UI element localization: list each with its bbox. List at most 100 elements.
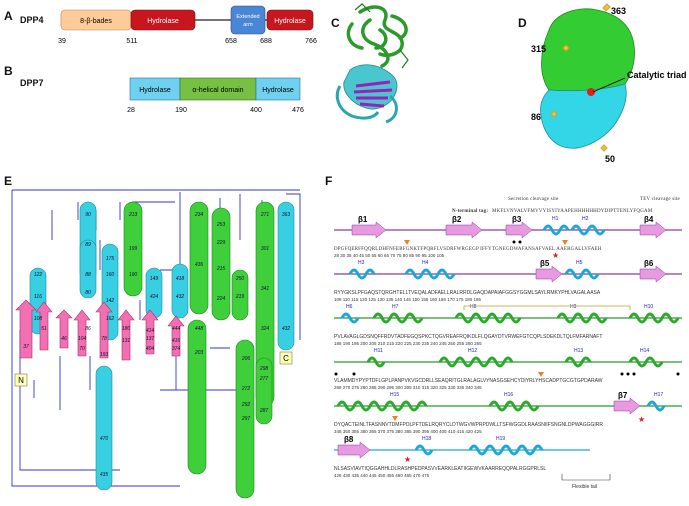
helix-h3	[348, 268, 376, 280]
dpp4-pos-688: 688	[260, 38, 272, 45]
panel-d-letter: D	[518, 16, 527, 30]
label-h16: H16	[504, 392, 513, 398]
site-label-315: 315	[531, 44, 546, 54]
helix-h14	[628, 356, 664, 368]
label-b3: β3	[512, 216, 522, 224]
dot-marker	[626, 372, 630, 376]
label-h3: H3	[358, 260, 365, 266]
strand-104-108	[55, 309, 73, 349]
dpp4-seg-1: 8-β-bades	[80, 18, 112, 25]
helix-h9	[556, 312, 608, 324]
site-label-363: 363	[611, 6, 626, 16]
helix-h16	[488, 400, 540, 412]
topology-element-label: 219	[235, 294, 245, 300]
ss-row-6: β8 H18 H19 ★	[334, 435, 590, 464]
dpp4-domain-diagram: 8-β-bades Hydrolase Extended arm Hydrola…	[58, 5, 317, 45]
label-h17: H17	[654, 392, 663, 398]
helix-h11	[366, 356, 386, 368]
site-label-50: 50	[605, 154, 615, 164]
dpp7-pos-400: 400	[250, 107, 262, 114]
alpha-domain-ribbon	[346, 5, 408, 68]
topology-element-label: 414	[146, 328, 155, 334]
glyco-marker	[392, 416, 398, 421]
helix-h12	[438, 356, 514, 368]
helix-88-80	[79, 239, 97, 299]
strand-186-180	[117, 309, 135, 361]
topology-element-label: 418	[176, 276, 185, 282]
topology-element-label: 292	[241, 402, 251, 408]
topology-element-label: 190	[129, 272, 138, 278]
topology-element-label: 80	[85, 290, 91, 296]
dot-marker	[676, 372, 680, 376]
seq-row-4: VLAMMDYPYPTDFLGPLPANPVKVGCDRLLSEAQRITGLR…	[334, 378, 603, 384]
label-h5: H5	[576, 260, 583, 266]
label-h2: H2	[582, 216, 589, 222]
topology-element-label: 444	[172, 326, 181, 332]
pink-strands	[15, 299, 185, 361]
topology-element-label: 70	[79, 346, 85, 352]
strand-b3	[505, 221, 533, 239]
topology-element-label: 193	[100, 352, 109, 358]
strand-b5	[535, 265, 563, 283]
topology-element-label: 116	[34, 294, 42, 300]
label-b1: β1	[358, 216, 368, 224]
strand-b7	[613, 397, 641, 415]
dot-marker	[620, 372, 624, 376]
topology-element-label: 37	[23, 344, 29, 350]
label-h1: H1	[552, 216, 559, 222]
topology-element-label: 122	[34, 272, 43, 278]
ss-row-3: H6 H7 H8 H9 H10	[334, 304, 682, 324]
topology-element-label: 215	[216, 266, 226, 272]
helix-h18	[414, 444, 434, 456]
tev-site-label: TEV cleavage site	[640, 197, 680, 202]
topology-element-label: 432	[176, 294, 185, 300]
seq-row-2: RYYGKSLPFGAQSTQRGHTELLTVEQALADFAELLRALRR…	[334, 290, 601, 296]
helix-h15	[336, 400, 428, 412]
topology-element-label: 46	[61, 336, 67, 342]
topology-element-label: 86	[85, 326, 91, 332]
ss-row-4: H11 H12 H13 H14	[334, 348, 682, 377]
label-h9: H9	[570, 304, 577, 310]
strand-142-131	[95, 301, 113, 359]
helix-149-130	[95, 365, 113, 491]
helix-h13	[564, 356, 592, 368]
ribbon-structure-image	[335, 3, 409, 124]
seq-row-5: DYQACTEINLTFASNNVTDMFPDLPFTDELRQRYCLDTWG…	[334, 422, 603, 428]
dpp7-seg-3: Hydrolase	[262, 87, 294, 94]
topology-element-label: 435	[100, 472, 109, 478]
disulfide-bracket	[463, 305, 631, 310]
topology-element-label: 137	[146, 336, 155, 342]
helix-h5	[564, 268, 600, 280]
hydrolase-domain-ribbon	[335, 64, 398, 124]
catalytic-triad-pointer	[592, 77, 626, 93]
dot-marker	[334, 372, 338, 376]
dot-marker	[512, 240, 516, 244]
flexible-tail-bracket	[561, 474, 611, 481]
helix-272-251	[235, 339, 255, 499]
label-b7: β7	[618, 391, 628, 400]
label-b6: β6	[644, 259, 654, 268]
dpp4-extended-arm	[230, 5, 266, 35]
topology-element-label: 88	[85, 272, 91, 278]
topology-element-label: 213	[128, 212, 138, 218]
topology-element-label: 78	[101, 336, 107, 342]
strand-78-70	[73, 309, 91, 357]
topology-element-label: 203	[194, 350, 204, 356]
strand-51-46	[35, 301, 53, 351]
dot-marker	[518, 240, 522, 244]
topology-element-label: 470	[100, 436, 109, 442]
topology-element-label: 297	[241, 416, 251, 422]
ss-row-1: β1 β2 β3 H1 H2 β4	[334, 216, 682, 245]
topology-element-label: 250	[235, 276, 245, 282]
surface-structure-image: 363 315 86 50 Catalytic triad	[531, 3, 687, 164]
topology-element-label: 271	[260, 212, 270, 218]
topology-element-label: 142	[106, 298, 115, 304]
sequence-secondary-structure: β1 β2 β3 H1 H2 β4 DPGFQERFFQQRLDHFNFERFG…	[334, 216, 682, 490]
helix-253-234	[187, 319, 207, 475]
dpp4-seg-2: Hydrolase	[147, 18, 179, 25]
dpp7-pos-28: 28	[127, 107, 135, 114]
n-terminus-label: N	[18, 376, 24, 385]
topology-element-label: 89	[85, 242, 91, 248]
dpp4-seg-3-line1: Extended	[236, 14, 259, 20]
